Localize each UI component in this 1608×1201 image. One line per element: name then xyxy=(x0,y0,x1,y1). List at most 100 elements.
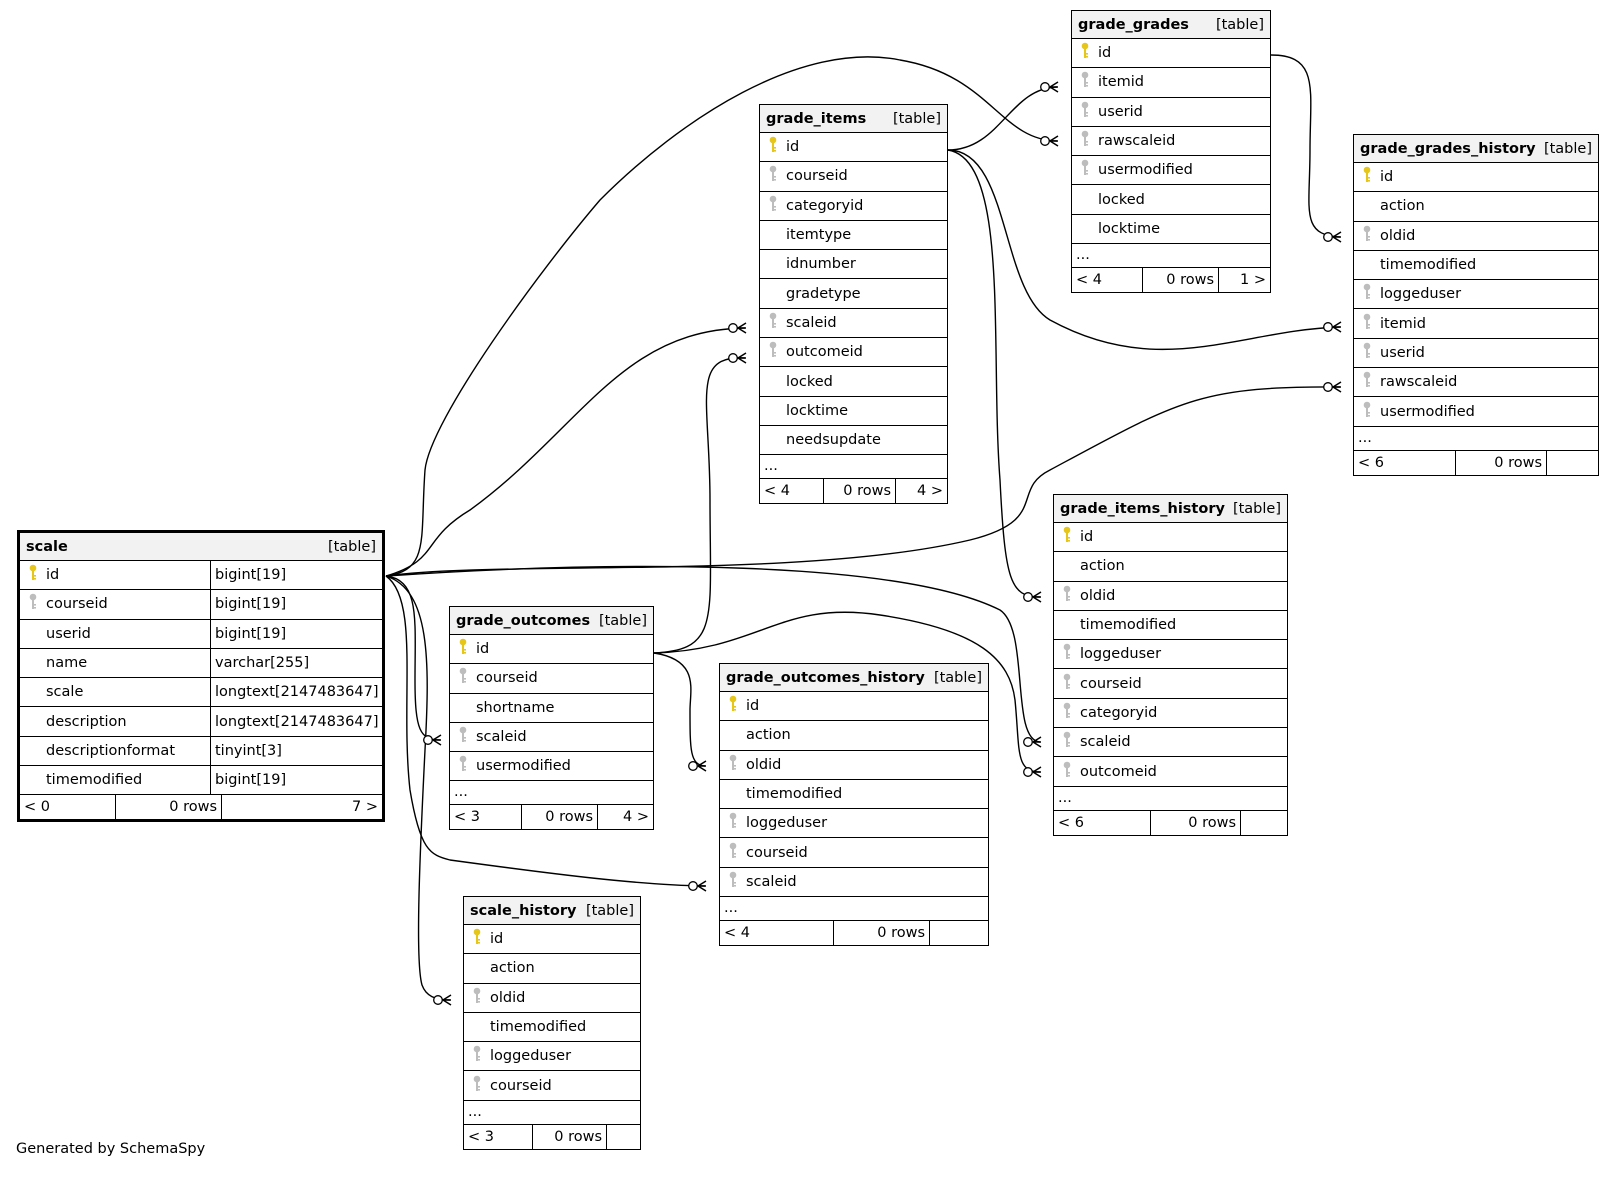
column-row[interactable]: usermodified xyxy=(1354,397,1598,427)
column-row[interactable]: id xyxy=(720,692,988,722)
parents-count[interactable]: < 0 xyxy=(20,795,116,820)
parents-count[interactable]: < 3 xyxy=(464,1124,533,1149)
column-row[interactable]: usermodified xyxy=(450,752,653,782)
column-row[interactable]: locked xyxy=(760,367,947,397)
column-row[interactable]: timemodified xyxy=(1354,251,1598,281)
column-row[interactable]: outcomeid xyxy=(760,338,947,368)
column-row[interactable]: oldid xyxy=(1054,582,1287,611)
column-row[interactable]: idnumber xyxy=(760,250,947,280)
column-row[interactable]: gradetype xyxy=(760,279,947,309)
column-row[interactable]: action xyxy=(1354,192,1598,222)
table-header[interactable]: scale[table] xyxy=(20,533,382,561)
table-header[interactable]: grade_outcomes[table] xyxy=(450,607,653,635)
more-columns-ellipsis[interactable]: ... xyxy=(1054,787,1287,811)
column-row[interactable]: loggeduser xyxy=(720,809,988,839)
column-row[interactable]: scaleid xyxy=(720,868,988,898)
column-row[interactable]: categoryid xyxy=(1054,699,1287,729)
column-row[interactable]: loggeduser xyxy=(1354,280,1598,310)
column-row[interactable]: itemid xyxy=(1354,309,1598,339)
column-row[interactable]: loggeduser xyxy=(464,1042,640,1072)
parents-count[interactable]: < 4 xyxy=(720,921,834,946)
more-columns-ellipsis[interactable]: ... xyxy=(1072,244,1270,269)
column-row[interactable]: timemodified xyxy=(1054,611,1287,641)
column-row[interactable]: action xyxy=(720,721,988,751)
more-columns-ellipsis[interactable]: ... xyxy=(464,1101,640,1125)
more-columns-ellipsis[interactable]: ... xyxy=(760,455,947,480)
table-header[interactable]: scale_history[table] xyxy=(464,897,640,925)
table-header[interactable]: grade_grades_history[table] xyxy=(1354,135,1598,163)
column-row[interactable]: courseid xyxy=(464,1071,640,1101)
column-row[interactable]: needsupdate xyxy=(760,426,947,456)
children-count[interactable] xyxy=(1241,811,1287,835)
children-count[interactable]: 4 > xyxy=(623,809,649,826)
column-row[interactable]: locked xyxy=(1072,185,1270,215)
children-count[interactable]: 4 > xyxy=(917,483,943,500)
column-row[interactable]: shortname xyxy=(450,694,653,723)
children-count[interactable] xyxy=(930,921,988,945)
column-row[interactable]: id xyxy=(1354,163,1598,193)
column-row[interactable]: oldid xyxy=(720,751,988,780)
parents-count[interactable]: < 6 xyxy=(1354,450,1456,475)
table-header[interactable]: grade_outcomes_history[table] xyxy=(720,664,988,692)
children-count[interactable]: 7 > xyxy=(352,799,378,816)
more-columns-ellipsis[interactable]: ... xyxy=(720,897,988,922)
table-header[interactable]: grade_items_history[table] xyxy=(1054,495,1287,523)
column-row[interactable]: rawscaleid xyxy=(1072,127,1270,157)
column-row[interactable]: userid xyxy=(1354,339,1598,369)
parents-count[interactable]: < 4 xyxy=(1072,268,1143,293)
column-row[interactable]: scaleid xyxy=(760,309,947,339)
column-row[interactable]: categoryid xyxy=(760,192,947,221)
column-row[interactable]: outcomeid xyxy=(1054,757,1287,787)
column-row[interactable]: timemodified xyxy=(720,780,988,810)
column-row[interactable]: locktime xyxy=(760,397,947,426)
column-row[interactable]: courseid xyxy=(1054,669,1287,699)
column-row[interactable]: id xyxy=(450,635,653,665)
column-row[interactable]: courseid xyxy=(720,838,988,868)
column-row[interactable]: timemodified xyxy=(464,1013,640,1043)
column-row[interactable]: id xyxy=(760,133,947,163)
column-row[interactable]: action xyxy=(1054,552,1287,582)
column-row[interactable]: oldid xyxy=(1354,222,1598,251)
table-header[interactable]: grade_items[table] xyxy=(760,105,947,133)
parents-count[interactable]: < 4 xyxy=(760,479,824,504)
column-row[interactable]: courseid xyxy=(450,664,653,694)
more-columns-ellipsis[interactable]: ... xyxy=(450,781,653,806)
column-row[interactable]: loggeduser xyxy=(1054,640,1287,670)
children-count[interactable]: 1 > xyxy=(1240,272,1266,289)
column-row[interactable]: scaleid xyxy=(1054,728,1287,758)
column-row[interactable]: locktime xyxy=(1072,215,1270,245)
children-count[interactable] xyxy=(1547,451,1598,475)
table-header[interactable]: grade_grades[table] xyxy=(1072,11,1270,39)
column-row[interactable]: usermodified xyxy=(1072,156,1270,186)
column-row[interactable]: id xyxy=(1054,523,1287,553)
column-row[interactable]: id xyxy=(1072,39,1270,69)
column-row[interactable]: itemtype xyxy=(760,221,947,251)
column-row[interactable]: rawscaleid xyxy=(1354,368,1598,398)
parents-count[interactable]: < 3 xyxy=(450,805,522,830)
column-row[interactable]: action xyxy=(464,954,640,984)
column-row[interactable]: id xyxy=(464,925,640,955)
parents-count[interactable]: < 6 xyxy=(1054,810,1151,835)
more-columns-ellipsis[interactable]: ... xyxy=(1354,427,1598,451)
column-row[interactable]: oldid xyxy=(464,984,640,1013)
column-row[interactable]: courseid xyxy=(760,162,947,192)
column-row[interactable]: itemid xyxy=(1072,68,1270,98)
children-count[interactable] xyxy=(607,1125,640,1149)
column-row[interactable]: scaleid xyxy=(450,723,653,753)
